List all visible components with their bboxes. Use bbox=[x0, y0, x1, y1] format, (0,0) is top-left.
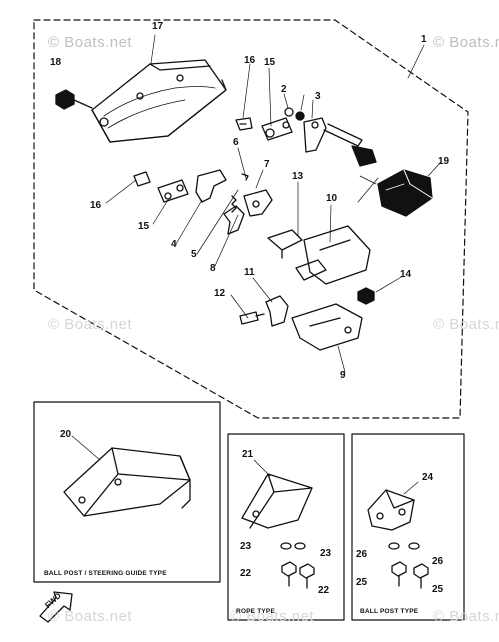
assembly-boundary bbox=[33, 19, 469, 419]
part-15-link-upper bbox=[261, 117, 293, 141]
callout-label: 14 bbox=[400, 269, 412, 280]
callout-label: 23 bbox=[240, 541, 252, 552]
part-20-plate bbox=[63, 435, 191, 517]
callout-label: 3 bbox=[315, 91, 321, 102]
callout-label: 25 bbox=[356, 577, 368, 588]
part-19-switch-box bbox=[377, 169, 433, 217]
watermark-text: © Boats.net bbox=[433, 608, 499, 625]
part-26-washer-b bbox=[408, 542, 420, 550]
callout-label: 26 bbox=[356, 549, 368, 560]
watermark-text: © Boats.net bbox=[230, 608, 315, 625]
part-9-bracket bbox=[291, 303, 363, 351]
callout-label: 11 bbox=[244, 267, 255, 278]
part-12-screw bbox=[239, 311, 265, 325]
callout-label: 16 bbox=[90, 200, 102, 211]
part-22-bolt-b bbox=[299, 563, 315, 589]
callout-label: 9 bbox=[340, 370, 346, 381]
part-23-washer-a bbox=[280, 542, 292, 550]
callout-label: 25 bbox=[432, 584, 444, 595]
callout-label: 5 bbox=[191, 249, 197, 260]
callout-label: 21 bbox=[242, 449, 254, 460]
callout-label: 22 bbox=[318, 585, 330, 596]
callout-label: 26 bbox=[432, 556, 444, 567]
callout-label: 20 bbox=[60, 429, 72, 440]
part-21-bracket bbox=[241, 459, 313, 529]
fwd-arrow-icon bbox=[39, 591, 73, 623]
part-5-spring bbox=[231, 195, 237, 213]
callout-label: 23 bbox=[320, 548, 332, 559]
callout-label: 1 bbox=[421, 34, 427, 45]
callout-label: 15 bbox=[138, 221, 150, 232]
part-4-bracket bbox=[195, 169, 227, 203]
callout-label: 22 bbox=[240, 568, 252, 579]
part-16-clip-lower bbox=[133, 171, 151, 187]
part-26-washer-a bbox=[388, 542, 400, 550]
part-16-clip-upper bbox=[235, 117, 253, 131]
watermark-text: © Boats.net bbox=[433, 34, 499, 51]
part-22-bolt-a bbox=[281, 561, 297, 587]
part-25-bolt-b bbox=[413, 563, 429, 589]
callout-label: 19 bbox=[438, 156, 450, 167]
part-7-lever bbox=[243, 189, 273, 217]
part-25-bolt-a bbox=[391, 561, 407, 587]
box-ball-post bbox=[351, 433, 465, 621]
part-24-bracket bbox=[367, 481, 419, 531]
callout-label: 12 bbox=[214, 288, 226, 299]
caption-ball-post-steering-type: BALL POST / STEERING GUIDE TYPE bbox=[44, 570, 167, 577]
callout-label: 18 bbox=[50, 57, 62, 68]
box-rope bbox=[227, 433, 345, 621]
part-10-plate bbox=[295, 225, 371, 285]
caption-rope-type: ROPE TYPE bbox=[236, 608, 276, 615]
part-15-link-lower bbox=[157, 179, 189, 203]
part-3-lever bbox=[303, 117, 377, 167]
callout-label: 17 bbox=[152, 21, 164, 32]
callout-label: 8 bbox=[210, 263, 216, 274]
watermark-text: © Boats.net bbox=[48, 608, 133, 625]
caption-ball-post-type: BALL POST TYPE bbox=[360, 608, 419, 615]
callout-label: 4 bbox=[171, 239, 177, 250]
part-23-washer-b bbox=[294, 542, 306, 550]
callout-label: 10 bbox=[326, 193, 338, 204]
leader-lines bbox=[105, 34, 442, 373]
watermark-text: © Boats.net bbox=[433, 316, 499, 333]
callout-label: 6 bbox=[233, 137, 239, 148]
part-17-cover bbox=[91, 59, 227, 143]
callout-label: 7 bbox=[264, 159, 270, 170]
part-14-nut bbox=[357, 287, 375, 305]
box-ball-post-steering bbox=[33, 401, 221, 583]
callout-label: 16 bbox=[244, 55, 256, 66]
part-11-clip bbox=[265, 295, 289, 327]
part-18-bolt bbox=[55, 89, 93, 110]
part-8-cam bbox=[223, 205, 245, 235]
callout-label: 15 bbox=[264, 57, 276, 68]
part-6-pin bbox=[241, 173, 249, 181]
watermark-text: © Boats.net bbox=[48, 316, 133, 333]
part-2-washer-b bbox=[295, 111, 305, 121]
callout-label: 13 bbox=[292, 171, 304, 182]
callout-label: 2 bbox=[281, 84, 287, 95]
part-2-washer bbox=[284, 107, 294, 117]
callout-label: 24 bbox=[422, 472, 434, 483]
watermark-text: © Boats.net bbox=[48, 34, 133, 51]
part-13-bracket bbox=[267, 229, 303, 259]
